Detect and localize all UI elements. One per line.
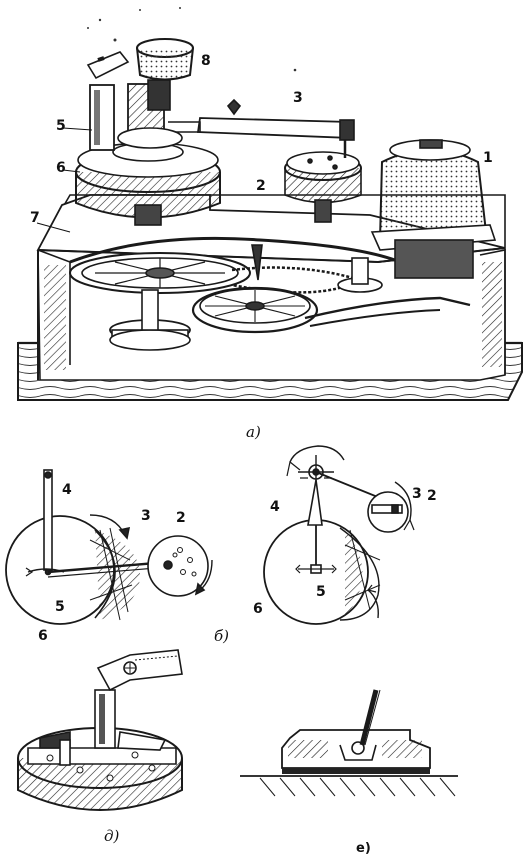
label-b-right-4: 4 [270,499,280,515]
motor [370,139,497,279]
sparks [87,7,297,72]
label-a-6: 6 [56,160,66,176]
drive-belt [69,236,401,264]
pulley-wheel [191,286,319,334]
label-b-right-6: 6 [253,601,263,617]
label-a-7: 7 [30,210,40,226]
tool-head-eight [136,38,194,81]
panel-e-section [240,689,458,797]
lower-flange [109,289,191,351]
caption-e: е) [356,841,371,856]
panel-a-machine [17,7,523,401]
connecting-arm [168,98,355,158]
label-a-2: 2 [256,178,266,194]
large-gear [69,252,251,294]
label-b-left-4: 4 [62,482,72,498]
panel-b-right [263,445,415,625]
label-b-right-5: 5 [316,584,326,600]
caption-d: д) [104,827,120,845]
label-b-left-2: 2 [176,510,186,526]
chain-sprocket [337,257,383,293]
disc-two [284,151,362,223]
label-b-left-5: 5 [55,599,65,615]
label-b-right-2: 2 [427,488,437,504]
caption-b: б) [214,627,229,645]
caption-a: а) [246,423,261,441]
disc-six [75,142,221,226]
label-a-5: 5 [56,118,66,134]
label-b-left-3: 3 [141,508,151,524]
label-a-1: 1 [483,150,493,166]
label-a-3: 3 [293,90,303,106]
label-b-left-6: 6 [38,628,48,644]
label-a-8: 8 [201,53,211,69]
label-b-right-3: 3 [412,486,422,502]
panel-b-left [5,469,213,625]
panel-d-chuck [17,649,183,811]
